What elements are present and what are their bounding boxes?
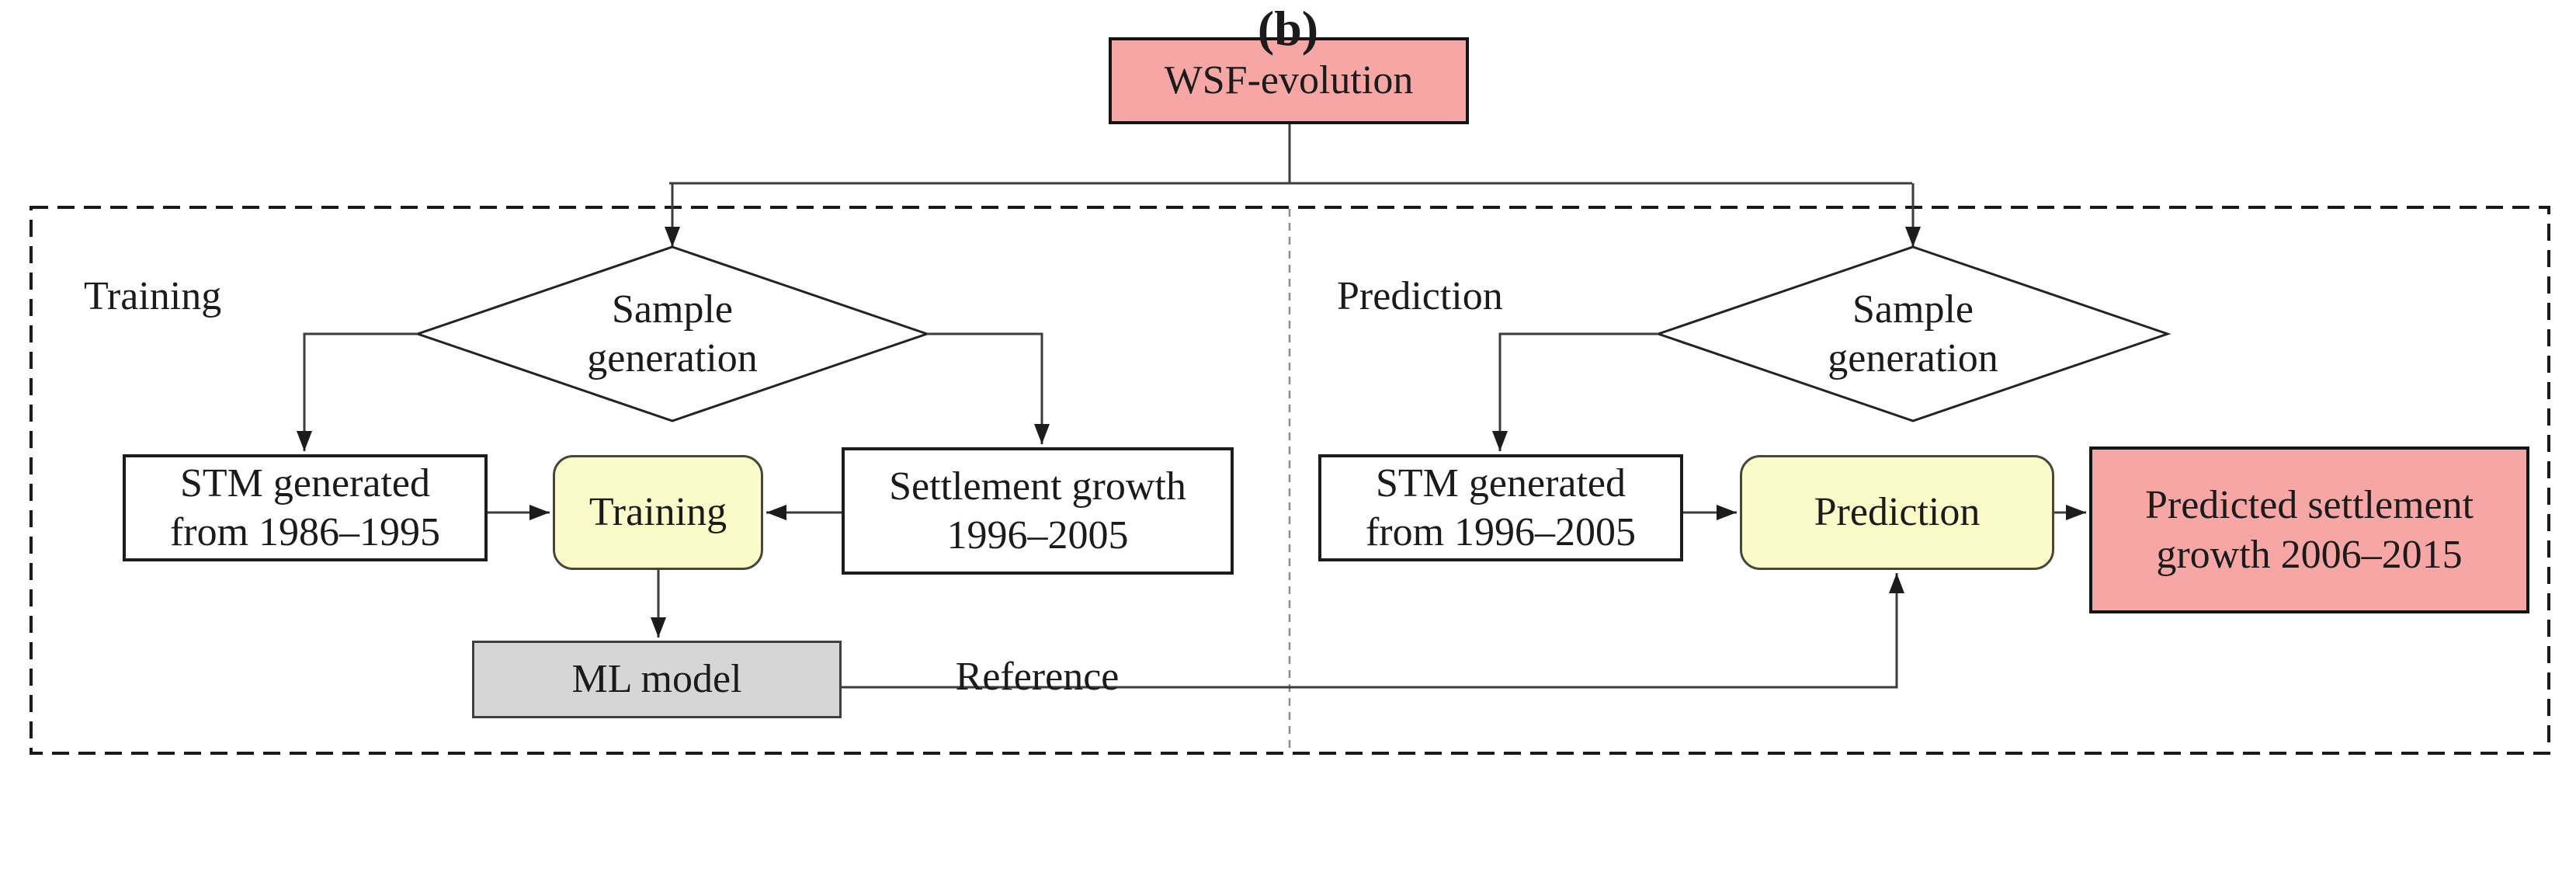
prediction-process-node: Prediction xyxy=(1740,455,2054,570)
connector-mlmodel-to-prediction xyxy=(842,573,1904,689)
training-sample-generation-label: Sample generation xyxy=(587,287,758,380)
connector-left-diamond-to-settlement xyxy=(927,332,1050,444)
ml-model-node: ML model xyxy=(472,641,842,718)
prediction-sample-generation-diamond xyxy=(1654,245,2172,422)
figure-caption: (b) xyxy=(1257,1,1319,56)
training-process-node: Training xyxy=(553,455,763,570)
training-section-label: Training xyxy=(84,274,222,318)
settlement-growth-1996-2005-node: Settlement growth 1996–2005 xyxy=(842,447,1234,575)
stm-1996-2005-node: STM generated from 1996–2005 xyxy=(1318,454,1683,561)
wsf-evolution-node: WSF-evolution xyxy=(1109,37,1469,124)
connector-right-diamond-to-stm xyxy=(1492,332,1658,451)
prediction-section-label: Prediction xyxy=(1337,274,1503,318)
connector-left-diamond-to-stm xyxy=(297,332,418,451)
stm-1986-1995-node: STM generated from 1986–1995 xyxy=(123,454,488,561)
predicted-settlement-growth-node: Predicted settlement growth 2006–2015 xyxy=(2089,446,2529,613)
reference-label: Reference xyxy=(955,655,1120,699)
training-sample-generation-diamond xyxy=(414,245,931,422)
prediction-sample-generation-label: Sample generation xyxy=(1828,287,1998,380)
